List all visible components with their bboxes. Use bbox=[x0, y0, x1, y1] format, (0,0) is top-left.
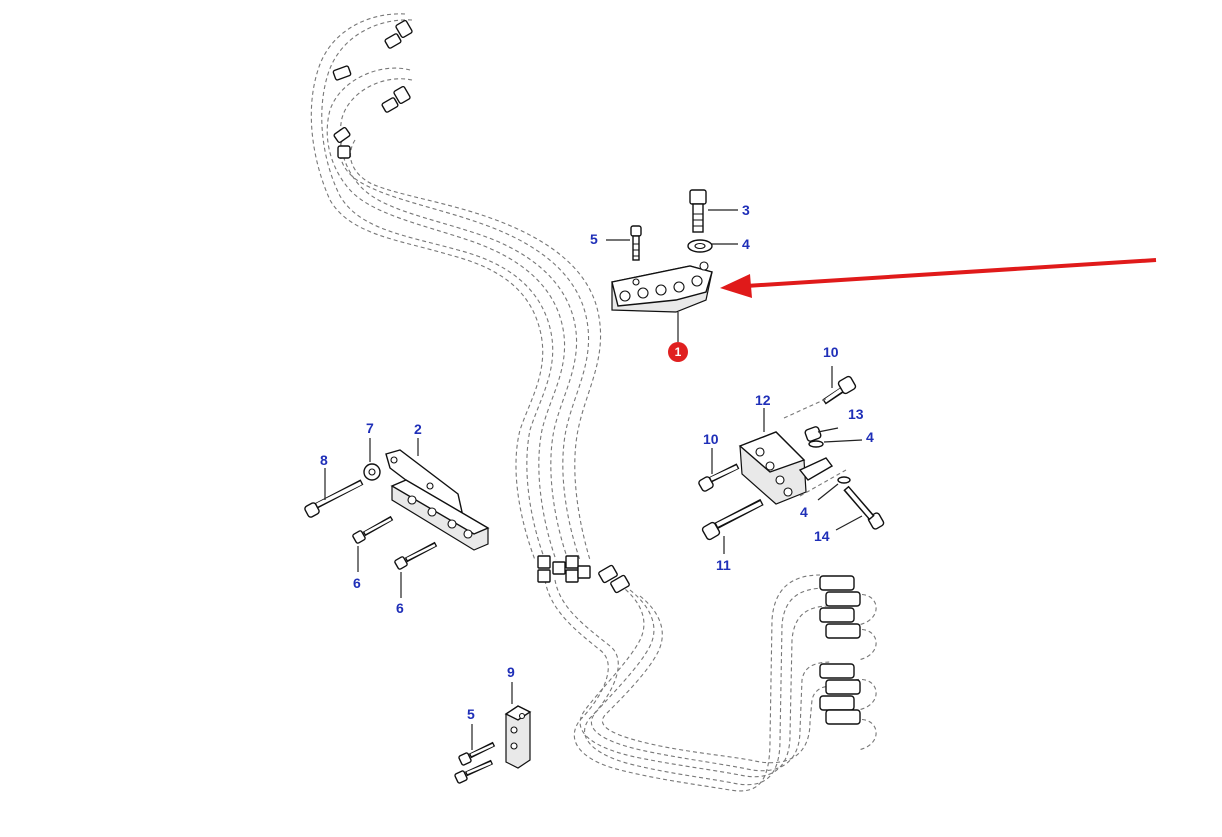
screw-part-6-lower bbox=[394, 541, 438, 570]
callout-4-right-upper: 4 bbox=[866, 429, 874, 445]
callout-8: 8 bbox=[320, 452, 328, 468]
bolt-part-11 bbox=[701, 498, 764, 541]
callout-2: 2 bbox=[414, 421, 422, 437]
washer-part-7 bbox=[363, 463, 381, 481]
bolt-part-3 bbox=[689, 189, 707, 233]
callout-7: 7 bbox=[366, 420, 374, 436]
highlight-badge-part-1: 1 bbox=[668, 342, 688, 362]
callout-14: 14 bbox=[814, 528, 830, 544]
callout-5-bottom: 5 bbox=[467, 706, 475, 722]
callout-9: 9 bbox=[507, 664, 515, 680]
bolt-part-10-lower bbox=[698, 463, 740, 492]
callout-3: 3 bbox=[742, 202, 750, 218]
bolt-part-10-upper bbox=[822, 375, 857, 405]
callout-6-upper: 6 bbox=[353, 575, 361, 591]
callout-10-upper: 10 bbox=[823, 344, 839, 360]
bracket-part-2 bbox=[385, 449, 490, 551]
screw-part-5-bottom-lower bbox=[454, 759, 494, 784]
callout-12: 12 bbox=[755, 392, 771, 408]
bracket-part-1 bbox=[611, 261, 713, 313]
callout-1: 1 bbox=[675, 345, 682, 359]
middle-union-fittings bbox=[537, 555, 630, 594]
screw-part-6-upper bbox=[352, 515, 394, 544]
nut-part-13 bbox=[804, 426, 822, 442]
callout-4: 4 bbox=[742, 236, 750, 252]
bolt-part-14 bbox=[843, 485, 885, 530]
screw-part-5-top bbox=[630, 225, 642, 261]
callout-11: 11 bbox=[716, 557, 731, 573]
washer-part-4-top bbox=[687, 239, 713, 253]
bolt-part-8 bbox=[304, 479, 364, 518]
bracket-part-12 bbox=[738, 431, 834, 505]
callout-4-right-lower: 4 bbox=[800, 504, 808, 520]
quick-couplers bbox=[819, 575, 861, 725]
callout-5: 5 bbox=[590, 231, 598, 247]
top-pipe-fittings bbox=[332, 19, 413, 159]
washer-part-4-right-lower bbox=[837, 476, 851, 484]
callout-13: 13 bbox=[848, 406, 864, 422]
callout-10-lower: 10 bbox=[703, 431, 719, 447]
hydraulic-pipes bbox=[310, 13, 877, 792]
washer-part-4-right-upper bbox=[808, 440, 824, 448]
pointer-arrow-icon bbox=[720, 258, 1157, 298]
callout-6-lower: 6 bbox=[396, 600, 404, 616]
screw-part-5-bottom-upper bbox=[458, 741, 496, 766]
clamp-part-9 bbox=[504, 705, 532, 769]
